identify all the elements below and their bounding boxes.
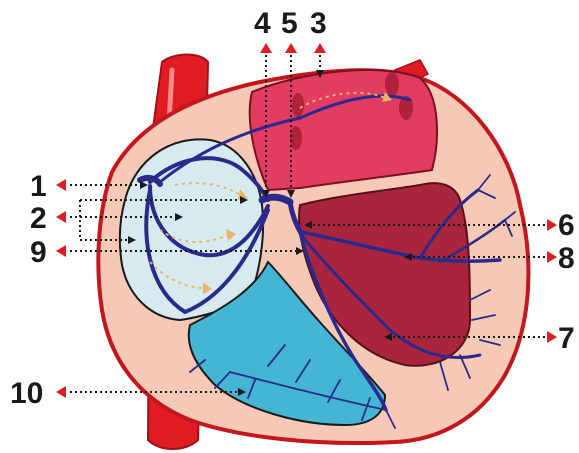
label-6: 6 bbox=[558, 209, 575, 242]
label-10: 10 bbox=[10, 377, 43, 410]
label-7: 7 bbox=[558, 322, 575, 355]
arrow-8 bbox=[547, 251, 557, 263]
arrow-2 bbox=[56, 211, 66, 223]
label-3: 3 bbox=[310, 7, 327, 40]
label-2: 2 bbox=[30, 202, 47, 235]
arrow-5 bbox=[285, 43, 297, 53]
arrow-6 bbox=[547, 219, 557, 231]
label-4: 4 bbox=[254, 7, 271, 40]
arrow-3 bbox=[314, 43, 326, 53]
arrow-4 bbox=[260, 43, 272, 53]
left-atrium bbox=[250, 70, 437, 190]
label-1: 1 bbox=[30, 170, 47, 203]
arrow-10 bbox=[56, 386, 66, 398]
label-5: 5 bbox=[281, 7, 298, 40]
pulmonary-vein-3 bbox=[385, 72, 399, 96]
pulmonary-vein-1 bbox=[292, 93, 304, 117]
label-9: 9 bbox=[30, 236, 47, 269]
label-8: 8 bbox=[558, 242, 575, 275]
arrow-9 bbox=[56, 245, 66, 257]
arrow-1 bbox=[56, 179, 66, 191]
arrow-7 bbox=[547, 331, 557, 343]
